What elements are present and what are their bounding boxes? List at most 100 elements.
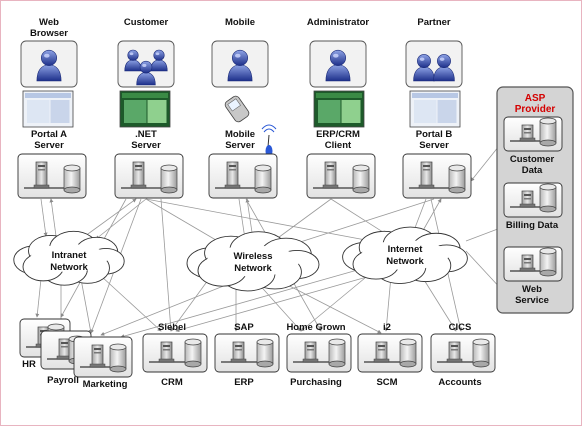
database-icon [256, 338, 274, 368]
backend-label-bottom: CRM [161, 377, 183, 388]
database-icon [254, 164, 272, 194]
internet-label: Internet [388, 244, 424, 255]
server-label-line2: Server [34, 140, 64, 151]
website-screenshot-icon [409, 90, 461, 128]
asp-service-label: Web [522, 284, 542, 295]
backend-label-top: i2 [383, 322, 391, 333]
database-icon [472, 338, 490, 368]
connection-arrow [255, 280, 302, 332]
backend-label-top: CICS [449, 322, 472, 333]
server-label: Portal B [416, 129, 453, 140]
person-icon [124, 49, 142, 72]
connection-arrow [145, 198, 222, 244]
backend-server-0 [142, 333, 208, 373]
user-label-line2: Browser [30, 28, 68, 39]
asp-service-label-line2: Service [515, 295, 549, 306]
website-screenshot-icon [313, 90, 365, 128]
website-screenshot-icon [119, 90, 171, 128]
connection-arrow [270, 198, 332, 244]
connection-arrow [80, 278, 93, 334]
user-3: Administrator [307, 17, 370, 88]
backend-label-top: Siebel [158, 322, 186, 333]
connection-arrow [175, 272, 382, 333]
database-icon [399, 338, 417, 368]
person-icon [227, 49, 253, 82]
asp-service-0 [503, 116, 563, 152]
database-icon [448, 164, 466, 194]
server-tower-icon [322, 161, 339, 189]
connection-arrow [80, 198, 137, 240]
backend-label-bottom: Accounts [438, 377, 481, 388]
marketing-label: Marketing [83, 379, 128, 390]
user-label: Partner [417, 17, 451, 28]
connection-arrow [420, 274, 457, 332]
hr-label: HR [22, 359, 36, 370]
server-tower-icon [446, 341, 463, 363]
backend-server-3 [357, 333, 423, 373]
wireless-label: Wireless [234, 251, 273, 262]
connection-arrow [300, 272, 372, 332]
database-icon [63, 164, 81, 194]
server-label: Portal A [31, 129, 67, 140]
database-icon [352, 164, 370, 194]
internet-cloud [342, 226, 468, 285]
server-tower-icon [519, 190, 536, 208]
wireless-label-line2: Network [234, 263, 272, 274]
wireless-cloud [186, 231, 320, 292]
person-icon [413, 54, 435, 82]
intranet-label: Intranet [52, 250, 88, 261]
server-tower-icon [158, 341, 175, 363]
connection-arrow [35, 278, 42, 318]
connection-arrow [100, 282, 232, 336]
database-icon [328, 338, 346, 368]
server-tower-icon [519, 124, 536, 142]
person-icon [136, 60, 156, 86]
database-icon [539, 247, 557, 277]
connection-arrow [384, 275, 392, 332]
server-label-line2: Server [225, 140, 255, 151]
user-1: Customer [117, 17, 175, 88]
backend-label-top: SAP [234, 322, 254, 333]
backend-server-2 [286, 333, 352, 373]
server-tower-icon [230, 341, 247, 363]
database-icon [160, 164, 178, 194]
backend-label-bottom: Purchasing [290, 377, 342, 388]
asp-service-1 [503, 182, 563, 218]
server-2 [208, 153, 278, 199]
server-label-line2: Server [131, 140, 161, 151]
connection-arrow [145, 198, 372, 243]
mobile-phone-icon [224, 95, 250, 123]
connection-arrow [330, 198, 387, 235]
asp-service-label-line2: Data [522, 165, 543, 176]
asp-service-label: Billing Data [506, 220, 559, 231]
server-label-line2: Client [325, 140, 352, 151]
backend-server-4 [430, 333, 496, 373]
asp-service-label: Customer [510, 154, 555, 165]
asp-title-line2: Provider [515, 104, 556, 115]
payroll-label: Payroll [47, 375, 79, 386]
server-tower-icon [519, 254, 536, 272]
person-icon [433, 54, 455, 82]
marketing-server [73, 336, 133, 378]
website-screenshot-icon [22, 90, 74, 128]
connection-arrow [95, 198, 147, 240]
backend-label-top: Home Grown [286, 322, 345, 333]
server-0 [17, 153, 87, 199]
user-label: Mobile [225, 17, 255, 28]
person-icon [325, 49, 351, 82]
connection-arrow [120, 268, 362, 339]
user-label: Administrator [307, 17, 370, 28]
server-label: Mobile [225, 129, 255, 140]
connection-arrow [170, 275, 212, 332]
connection-arrow [420, 198, 442, 235]
user-4: Partner [405, 17, 463, 88]
server-tower-icon [224, 161, 241, 189]
connection-arrow [290, 198, 435, 246]
server-label-line2: Server [419, 140, 449, 151]
user-label: Customer [124, 17, 169, 28]
backend-server-1 [214, 333, 280, 373]
database-icon [184, 338, 202, 368]
